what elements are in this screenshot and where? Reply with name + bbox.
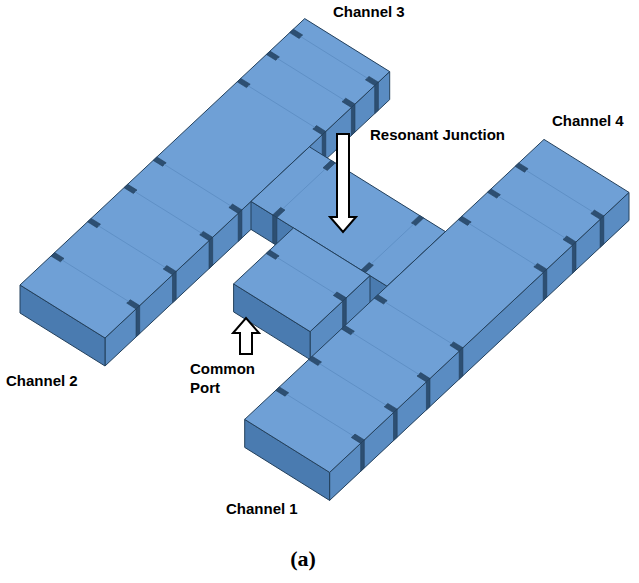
figure-caption: (a) [290, 546, 316, 572]
iris-line [248, 86, 314, 127]
iris-line [499, 196, 565, 237]
pointer-arrow [233, 318, 259, 354]
iris-line [320, 364, 386, 405]
channel-label: Channel 4 [552, 112, 624, 131]
iris-line [526, 170, 592, 211]
iris-slot [394, 409, 398, 440]
iris-slot [209, 237, 213, 268]
channel-label: Common Port [190, 360, 255, 398]
iris-slot [572, 242, 576, 273]
iris-line [283, 169, 325, 209]
channel-label: Channel 2 [6, 372, 78, 391]
pointer-arrow [330, 134, 356, 232]
iris-line [385, 302, 451, 343]
iris-line [164, 164, 230, 205]
iris-slot [351, 104, 355, 135]
iris-slot [273, 215, 277, 246]
iris-line [278, 59, 344, 100]
iris-line [353, 333, 419, 374]
iris-slot [459, 348, 463, 380]
iris-line [287, 394, 353, 435]
iris-slot [173, 271, 177, 302]
iris-line [371, 224, 413, 264]
iris-slot [600, 216, 604, 247]
channel-arm [245, 139, 629, 500]
channel-label: Channel 1 [226, 500, 298, 519]
top-face [245, 139, 629, 472]
iris-slot [543, 269, 547, 300]
iris-slot [375, 82, 379, 113]
iris-line [99, 226, 165, 267]
iris-slot [361, 440, 365, 472]
iris-slot [238, 210, 242, 242]
top-face [234, 228, 370, 332]
channel-label: Resonant Junction [370, 126, 505, 145]
channel-label: Channel 3 [333, 3, 405, 22]
iris-slot [426, 379, 430, 410]
iris-line [277, 258, 335, 294]
iris-line [469, 224, 535, 265]
iris-slot [136, 306, 140, 337]
iris-line [62, 260, 128, 301]
iris-line [135, 192, 201, 233]
iris-line [301, 37, 367, 78]
